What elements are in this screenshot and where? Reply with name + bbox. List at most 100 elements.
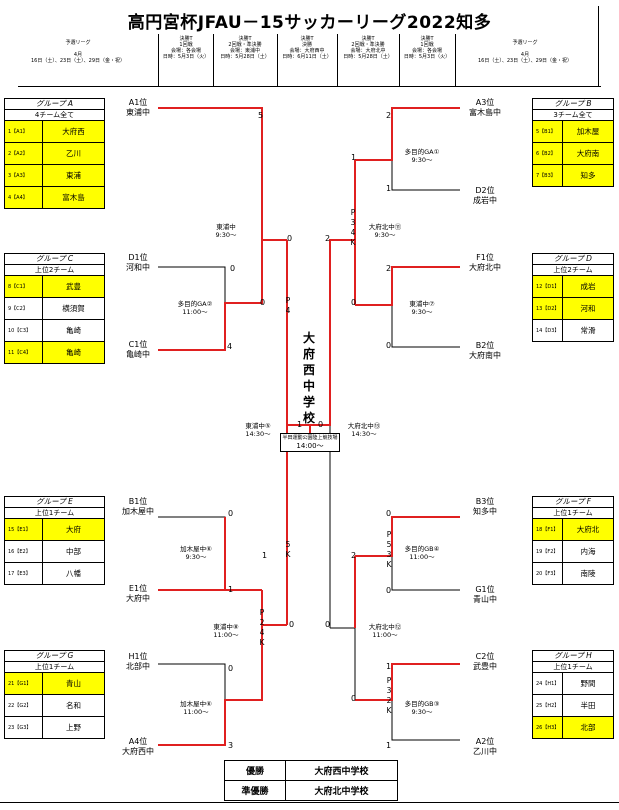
team-r8: A2位乙川中 [455, 737, 515, 757]
score: 1 [262, 551, 268, 560]
game-venue: 東浦中⑤ [245, 422, 271, 430]
team-name: 河和中 [126, 263, 150, 272]
game-time: 11:00～ [372, 631, 398, 639]
team-code: 3【A3】 [5, 165, 43, 186]
group-sub: 上位1チーム [5, 508, 104, 519]
group-row: 26【H3】北部 [533, 717, 613, 738]
team-name: 亀崎 [66, 348, 81, 357]
score: 1 [386, 741, 392, 750]
game-time: 9:30～ [185, 553, 207, 561]
group-row: 8【C1】武豊 [5, 276, 104, 298]
group-row: 3【A3】 東浦 [5, 165, 104, 187]
header-sep [337, 34, 338, 86]
group-row: 7【B3】知多 [533, 165, 613, 186]
team-code: 10【C3】 [5, 320, 43, 341]
header-left: 予選リーグ 4月 16日（土）、23日（土）、29日（金・祝） [18, 40, 138, 64]
team-name: 大府西 [62, 127, 85, 136]
game-venue: 多目的GB③ [404, 700, 440, 708]
group-sub: 上位1チーム [5, 662, 104, 673]
group-h: グループ H 上位1チーム 24【H1】野間 25【H2】半田 26【H3】北部 [532, 650, 614, 739]
team-name: 武豊 [66, 282, 81, 291]
team-name: 加木屋 [576, 127, 600, 136]
team-code: 22【G2】 [5, 695, 43, 716]
group-b: グループ B 3チーム全て 5【B1】加木屋 6【B2】大府南 7【B3】知多 [532, 98, 614, 187]
group-row: 22【G2】 名和 [5, 695, 104, 717]
group-title: グループ H [533, 651, 613, 662]
group-row: 25【H2】半田 [533, 695, 613, 717]
team-name: 上野 [66, 723, 81, 732]
game-venue: 多目的GA② [177, 300, 213, 308]
group-title: グループ D [533, 254, 613, 265]
team-name: 北部中 [126, 662, 150, 671]
final-score-left: 1 [297, 420, 303, 429]
team-seed: C2位 [475, 652, 495, 661]
team-name: 亀崎中 [126, 350, 150, 359]
group-sub: 上位1チーム [533, 508, 613, 519]
team-code: 11【C4】 [5, 342, 43, 363]
team-code: 23【G3】 [5, 717, 43, 738]
header-bottom-line [18, 86, 601, 87]
header-col-title: 決勝T [361, 36, 375, 42]
score: 1 [386, 662, 392, 671]
group-c: グループ C 上位2チーム 8【C1】武豊 9【C2】横須賀 10【C3】亀崎 … [4, 253, 105, 364]
team-code: 4【A4】 [5, 187, 43, 208]
group-sub: 3チーム全て [533, 110, 613, 121]
team-name: 大府西中 [122, 747, 154, 756]
header-col-date: 日時：5月3日（火） [162, 54, 210, 60]
result-label: 準優勝 [225, 781, 286, 800]
score: 0 [351, 298, 357, 307]
header-col-sub: 2回戦・準決勝 [351, 42, 385, 48]
team-name: 名和 [66, 701, 81, 710]
result-row: 優勝大府西中学校 [225, 761, 397, 781]
final-venue: 半田運動公園陸上競技場 [282, 435, 338, 441]
header-col-title: 決勝T [238, 36, 252, 42]
team-seed: B3位 [475, 497, 495, 506]
team-seed: H1位 [128, 652, 148, 661]
team-name: 乙川 [66, 149, 81, 158]
team-l6: H1位北部中 [108, 652, 168, 672]
group-e: グループ E 上位1チーム 15【E1】大府 16【E2】中部 17【E3】八幡 [4, 496, 105, 585]
header-sep [213, 34, 214, 86]
team-name: 大府中 [126, 594, 150, 603]
team-name: 武豊中 [473, 662, 497, 671]
team-code: 19【F2】 [533, 541, 563, 562]
team-code: 16【E2】 [5, 541, 43, 562]
header-col-title: 決勝T [179, 36, 193, 42]
game-time: 11:00～ [182, 308, 208, 316]
bottom-line [0, 802, 619, 803]
game-venue: 多目的GA① [404, 148, 440, 156]
group-row: 12【D1】成岩 [533, 276, 613, 298]
score: 0 [228, 664, 234, 673]
team-name: 半田 [580, 701, 596, 710]
team-seed: B2位 [475, 341, 495, 350]
score: 4 [227, 342, 233, 351]
group-a: グループ A 4チーム全て 1【A1】大府西 2【A2】乙川 3【A3】東浦 4… [4, 98, 105, 209]
team-name: 野間 [580, 679, 596, 688]
score: 5 [258, 111, 264, 120]
header-left-month: 4月 [73, 52, 83, 58]
group-d: グループ D 上位2チーム 12【D1】成岩 13【D2】河和 14【D3】常滑 [532, 253, 614, 342]
score: 0 [325, 620, 331, 629]
game-time: 9:30～ [215, 231, 237, 239]
game-time: 11:00～ [183, 708, 209, 716]
group-row: 1【A1】大府西 [5, 121, 104, 143]
team-seed: A2位 [475, 737, 495, 746]
team-r1: A3位富木島中 [455, 98, 515, 118]
score: 0 [287, 234, 293, 243]
score: 0 [351, 694, 357, 703]
team-name: 東浦 [66, 171, 81, 180]
header-col-5: 決勝T 1回戦 会場：各会場 日時：5月3日（火） [401, 36, 453, 60]
team-name: 南陵 [580, 569, 596, 578]
